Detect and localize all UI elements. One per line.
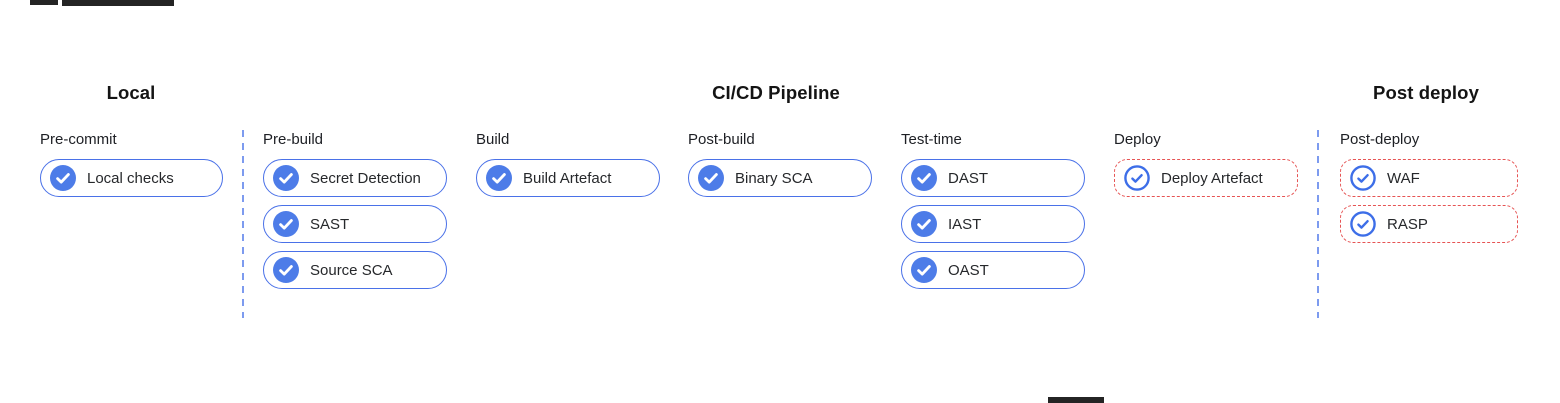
- stage-pills: DAST IAST OAST: [901, 159, 1085, 289]
- section-heading-local: Local: [106, 82, 156, 103]
- pill-label: SAST: [310, 215, 350, 233]
- pill-oast: OAST: [901, 251, 1085, 289]
- check-circle-filled-icon: [698, 165, 724, 191]
- pill-label: DAST: [948, 169, 989, 187]
- stage-label: Build: [476, 131, 510, 148]
- pill-label: RASP: [1387, 215, 1428, 233]
- pill-label: IAST: [948, 215, 982, 233]
- stage-column-build: Build Build Artefact: [476, 131, 660, 197]
- pill-label: OAST: [948, 261, 989, 279]
- screenshot-artifact-top-left: [30, 0, 58, 5]
- check-circle-filled-icon: [911, 211, 937, 237]
- stage-column-deploy: Deploy Deploy Artefact: [1114, 131, 1298, 197]
- pill-secret-detection: Secret Detection: [263, 159, 447, 197]
- separator-cicd-postdeploy: [1317, 130, 1319, 318]
- stage-label: Pre-build: [263, 131, 324, 148]
- pill-label: Deploy Artefact: [1161, 169, 1263, 187]
- stage-label: Test-time: [901, 131, 962, 148]
- stage-column-post-build: Post-build Binary SCA: [688, 131, 872, 197]
- stage-label: Deploy: [1114, 131, 1161, 148]
- pill-iast: IAST: [901, 205, 1085, 243]
- pill-binary-sca: Binary SCA: [688, 159, 872, 197]
- stage-pills: Binary SCA: [688, 159, 872, 197]
- pill-label: Build Artefact: [523, 169, 612, 187]
- stage-pills: Secret Detection SAST Source SCA: [263, 159, 447, 289]
- pill-local-checks: Local checks: [40, 159, 223, 197]
- check-circle-filled-icon: [911, 165, 937, 191]
- stage-column-pre-commit: Pre-commit Local checks: [40, 131, 223, 197]
- check-circle-outline-icon: [1350, 165, 1376, 191]
- pill-waf: WAF: [1340, 159, 1518, 197]
- pill-build-artefact: Build Artefact: [476, 159, 660, 197]
- stage-label: Pre-commit: [40, 131, 117, 148]
- stage-column-test-time: Test-time DAST IAST OAST: [901, 131, 1085, 289]
- screenshot-artifact-top-left-2: [62, 0, 174, 6]
- pill-rasp: RASP: [1340, 205, 1518, 243]
- check-circle-filled-icon: [50, 165, 76, 191]
- stage-label: Post-deploy: [1340, 131, 1420, 148]
- pill-dast: DAST: [901, 159, 1085, 197]
- check-circle-filled-icon: [273, 257, 299, 283]
- section-heading-cicd-pipeline: CI/CD Pipeline: [712, 82, 840, 103]
- pill-sast: SAST: [263, 205, 447, 243]
- stage-label: Post-build: [688, 131, 755, 148]
- check-circle-filled-icon: [273, 211, 299, 237]
- separator-local-cicd: [242, 130, 244, 318]
- pill-label: Secret Detection: [310, 169, 421, 187]
- stage-pills: Build Artefact: [476, 159, 660, 197]
- check-circle-filled-icon: [486, 165, 512, 191]
- pill-label: Local checks: [87, 169, 174, 187]
- stage-column-pre-build: Pre-build Secret Detection SAST Source S…: [263, 131, 447, 289]
- section-heading-post-deploy: Post deploy: [1373, 82, 1479, 103]
- pill-label: WAF: [1387, 169, 1420, 187]
- stage-pills: Deploy Artefact: [1114, 159, 1298, 197]
- check-circle-outline-icon: [1124, 165, 1150, 191]
- pill-source-sca: Source SCA: [263, 251, 447, 289]
- pill-label: Source SCA: [310, 261, 393, 279]
- check-circle-outline-icon: [1350, 211, 1376, 237]
- check-circle-filled-icon: [911, 257, 937, 283]
- stage-column-post-deploy: Post-deploy WAF RASP: [1340, 131, 1518, 243]
- pill-label: Binary SCA: [735, 169, 813, 187]
- stage-pills: WAF RASP: [1340, 159, 1518, 243]
- pill-deploy-artefact: Deploy Artefact: [1114, 159, 1298, 197]
- stage-pills: Local checks: [40, 159, 223, 197]
- check-circle-filled-icon: [273, 165, 299, 191]
- screenshot-artifact-bottom-right: [1048, 397, 1104, 403]
